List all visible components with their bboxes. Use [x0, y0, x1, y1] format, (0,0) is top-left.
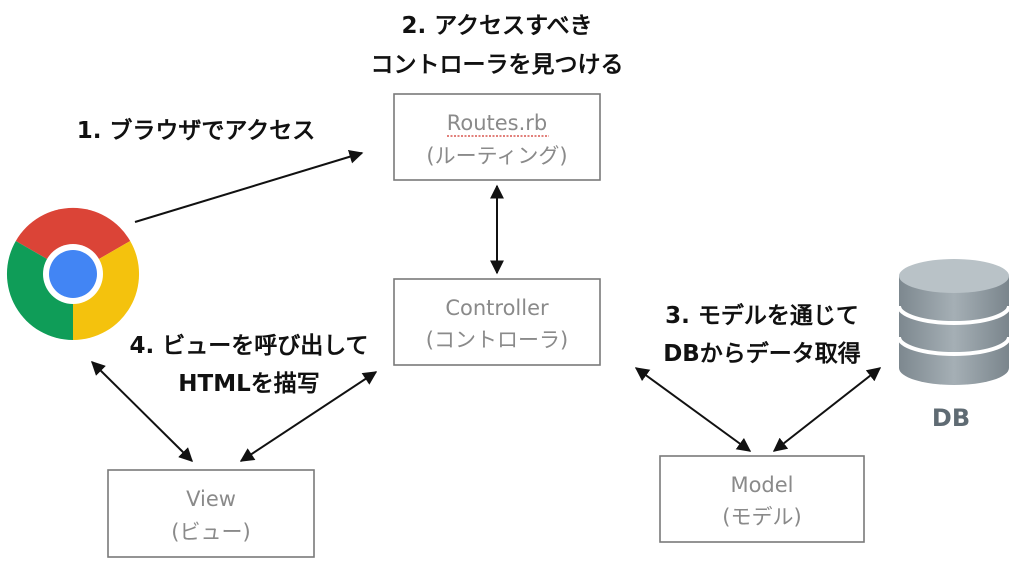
controller-title: Controller: [445, 296, 549, 320]
step4-label-line1: 4. ビューを呼び出して: [129, 333, 368, 359]
step2-label-line2: コントローラを見つける: [371, 52, 624, 78]
arrow-model-db: [772, 367, 882, 452]
chrome-icon: [6, 207, 140, 340]
model-title: Model: [730, 473, 793, 497]
step4-label-line2: HTMLを描写: [178, 371, 319, 397]
db-label: DB: [932, 404, 970, 432]
view-title: View: [186, 487, 236, 511]
routes-title: Routes.rb: [447, 111, 548, 135]
routes-subtitle: (ルーティング): [426, 144, 567, 168]
controller-subtitle: (コントローラ): [426, 328, 568, 352]
controller-box: Controller (コントローラ): [393, 278, 601, 366]
step1-label: 1. ブラウザでアクセス: [77, 117, 316, 144]
arrow-controller-model: [634, 367, 752, 452]
model-box: Model (モデル): [659, 455, 865, 543]
routes-box: Routes.rb (ルーティング): [393, 93, 601, 181]
view-subtitle: (ビュー): [171, 520, 250, 544]
database-icon: [897, 259, 1011, 385]
arrow-browser-to-routes: [134, 149, 364, 223]
view-box: View (ビュー): [107, 469, 315, 558]
arrow-browser-view: [91, 361, 193, 462]
step2-label-line1: 2. アクセスすべき: [402, 13, 593, 39]
model-subtitle: (モデル): [722, 505, 801, 529]
arrow-view-controller: [239, 371, 378, 462]
step3-label-line2: DBからデータ取得: [663, 340, 861, 367]
step3-label-line1: 3. モデルを通じて: [665, 302, 859, 329]
